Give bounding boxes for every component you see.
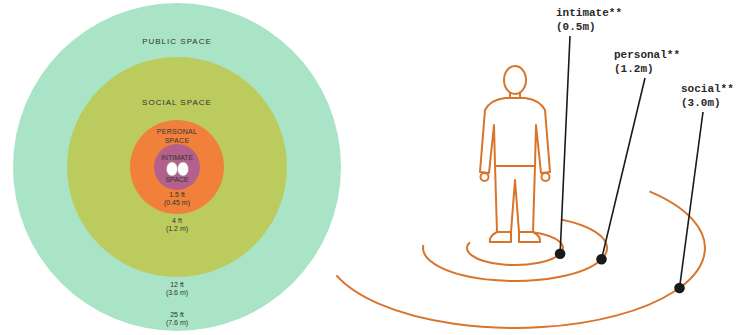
social-space-circle: SOCIAL SPACE PERSONAL SPACE INTIMATE SPACE bbox=[67, 57, 287, 277]
zone-name: INTIMATE SPACE bbox=[154, 147, 200, 191]
person-legs bbox=[495, 165, 535, 232]
person-torso bbox=[480, 98, 550, 173]
leader-line bbox=[602, 78, 646, 259]
zone-disc bbox=[154, 144, 200, 190]
intimate-space-circle: INTIMATE SPACE bbox=[154, 144, 200, 190]
person-top-view bbox=[178, 162, 189, 176]
leader-lines bbox=[556, 36, 703, 293]
distance-label: 12 ft (3.6 m) bbox=[166, 281, 189, 297]
standing-person bbox=[480, 66, 550, 242]
distance-label: 4 ft (1.2 m) bbox=[166, 217, 189, 233]
person-shoe bbox=[519, 232, 540, 242]
social-arc bbox=[337, 191, 705, 328]
distance-label: 25 ft (7.6 m) bbox=[166, 311, 189, 327]
people-top-view bbox=[167, 162, 189, 176]
leader-line bbox=[680, 112, 704, 288]
person-hand bbox=[542, 173, 550, 181]
zone-disc bbox=[67, 57, 287, 277]
person-head bbox=[504, 66, 526, 94]
person-top-view bbox=[167, 162, 178, 176]
leader-dot bbox=[675, 284, 684, 293]
zone-name: PUBLIC SPACE bbox=[13, 37, 341, 47]
zone-name: PERSONAL SPACE bbox=[150, 128, 204, 145]
person-neck bbox=[510, 92, 520, 99]
zone-disc bbox=[13, 3, 341, 331]
leader-line bbox=[560, 36, 570, 254]
person-hand bbox=[481, 173, 489, 181]
personal-arc bbox=[423, 219, 607, 281]
callout-label: social** (3.0m) bbox=[681, 82, 739, 110]
leader-dot bbox=[597, 255, 606, 264]
callout-label: intimate** (0.5m) bbox=[556, 6, 628, 34]
distance-arcs bbox=[337, 191, 705, 328]
callout-label: personal** (1.2m) bbox=[614, 48, 686, 76]
zone-name: SOCIAL SPACE bbox=[67, 98, 287, 108]
circle-outline bbox=[154, 144, 200, 190]
intimate-arc bbox=[467, 231, 563, 265]
leader-dot bbox=[556, 249, 565, 258]
person-shoe bbox=[490, 232, 511, 242]
distance-label: 1.5 ft (0.45 m) bbox=[164, 191, 191, 207]
zone-disc bbox=[130, 120, 224, 214]
